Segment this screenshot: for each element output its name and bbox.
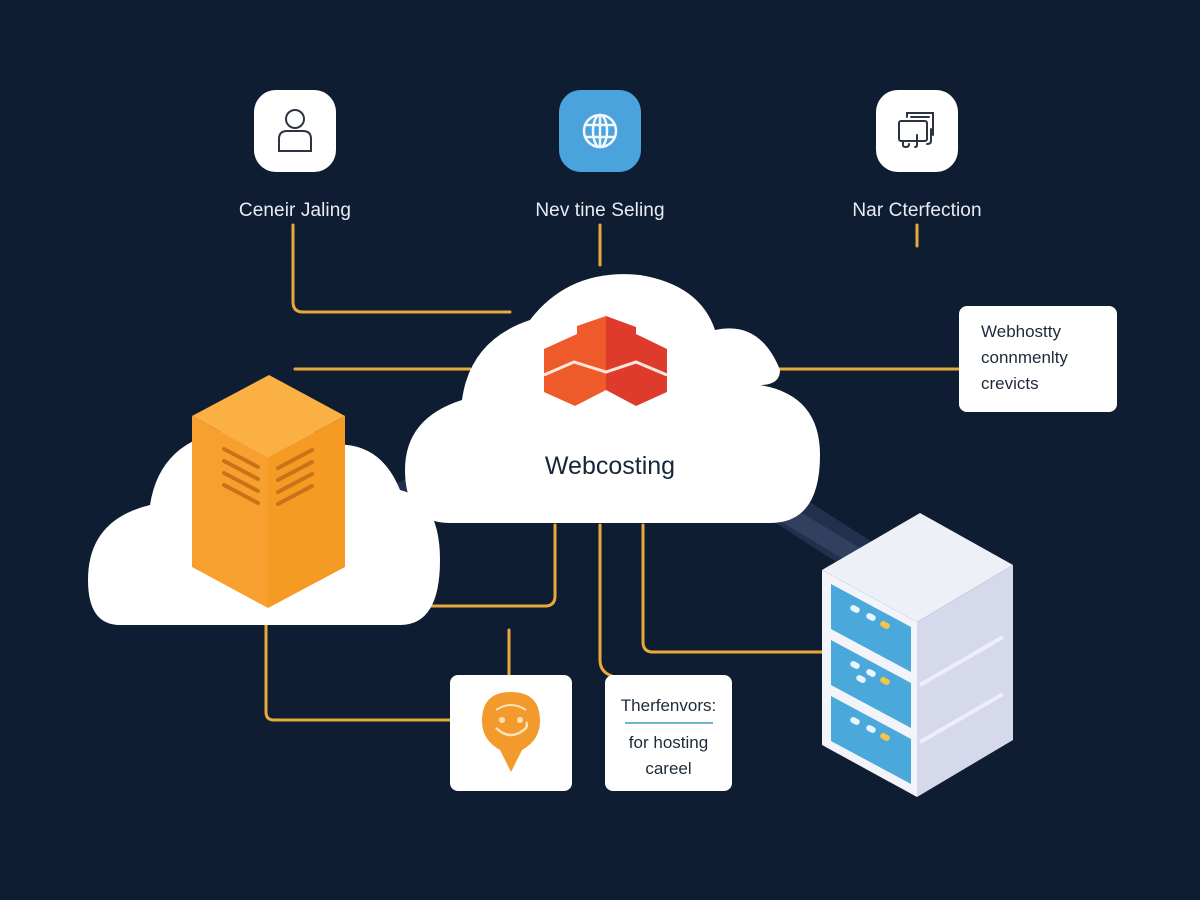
node-label: Nar Cterfection — [852, 200, 982, 221]
orange-server-tower-icon — [192, 375, 345, 608]
connector-cloud-server — [641, 523, 832, 654]
user-icon — [278, 109, 312, 152]
server-rack-icon — [822, 513, 1013, 797]
central-cloud — [405, 274, 820, 523]
server-unit — [831, 696, 911, 784]
hosting-card[interactable]: Therfenvors: for hosting careel — [605, 675, 732, 791]
smiley-pin-icon — [482, 692, 540, 772]
connector-cloud-left-server — [428, 523, 557, 608]
divider — [624, 722, 713, 724]
services-card[interactable]: Webhostty connmenlty crevicts — [959, 306, 1117, 412]
connector-server-support — [264, 616, 452, 722]
services-line: connmenlty — [981, 348, 1068, 367]
user-tile[interactable] — [254, 90, 336, 172]
central-cloud-title: Webcosting — [544, 452, 676, 480]
hosting-card-title: Therfenvors: — [620, 696, 717, 715]
node-label: Ceneir Jaling — [238, 200, 352, 221]
red-blocks-logo-icon — [543, 316, 668, 406]
hosting-card-line: for hosting — [628, 733, 709, 752]
globe-tile[interactable] — [559, 90, 641, 172]
connector-user-cloud — [291, 223, 512, 314]
services-line: Webhostty — [981, 322, 1062, 341]
support-card[interactable] — [450, 675, 572, 791]
server-unit — [831, 640, 911, 728]
documents-tile[interactable] — [876, 90, 958, 172]
documents-icon — [898, 112, 934, 149]
globe-icon — [582, 113, 618, 149]
hosting-card-line: careel — [645, 759, 692, 778]
node-user[interactable]: Ceneir Jaling — [205, 90, 385, 222]
connector-cloud-hosting — [598, 523, 614, 678]
server-unit — [831, 584, 911, 672]
services-line: crevicts — [981, 374, 1039, 393]
node-globe[interactable]: Nev tine Seling — [510, 90, 690, 222]
node-label: Nev tine Seling — [535, 200, 665, 221]
node-documents[interactable]: Nar Cterfection — [827, 90, 1007, 222]
